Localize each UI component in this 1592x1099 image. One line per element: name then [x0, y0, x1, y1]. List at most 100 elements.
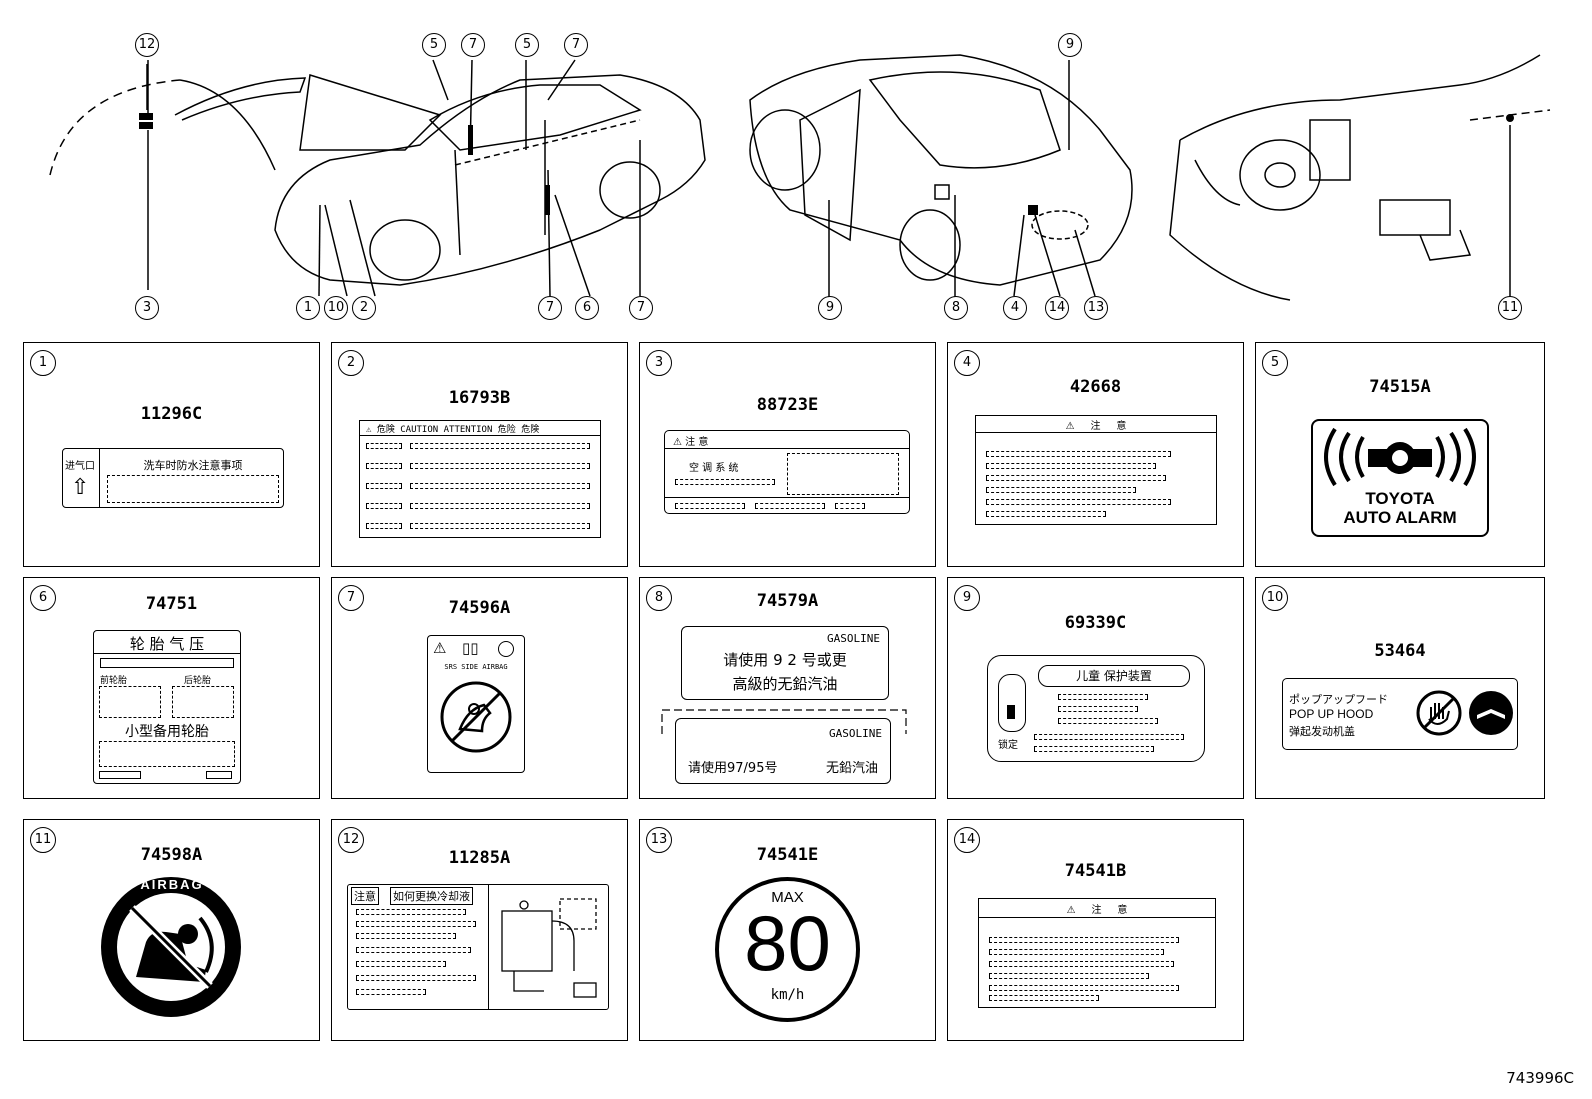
panel-2: 2 16793B ⚠ 危険 CAUTION ATTENTION 危险 危険: [331, 342, 628, 567]
panel-number: 10: [1262, 585, 1288, 611]
rear-tire-label: 后轮胎: [184, 676, 212, 686]
panel-5: 5 74515A TOYOTA AUTO ALARM: [1255, 342, 1545, 567]
label-53464: ポップアップフード POP UP HOOD 弹起发动机盖: [1282, 678, 1518, 750]
callout-8: 8: [944, 296, 968, 320]
no-child-seat-icon: [440, 681, 512, 753]
panel-11: 11 74598A AIRBAG: [23, 819, 320, 1041]
lock-switch-icon: [998, 674, 1026, 732]
callout-2: 2: [352, 296, 376, 320]
popup-hood-jp: ポップアップフード: [1289, 693, 1388, 706]
child-lock-title: 儿童 保护装置: [1038, 665, 1190, 687]
caution-header: ⚠ 危険 CAUTION ATTENTION 危险 危険: [366, 425, 540, 435]
label-11296C: 进气口 ⇧ 洗车时防水注意事项: [62, 448, 284, 508]
callout-6: 6: [575, 296, 599, 320]
document-id: 743996C: [1506, 1069, 1574, 1087]
popup-hood-cn: 弹起发动机盖: [1289, 725, 1355, 738]
bracket-line: [661, 709, 907, 734]
alarm-line1: TOYOTA: [1365, 489, 1435, 508]
caution-header: ⚠ 注 意: [1066, 905, 1128, 916]
alarm-line2: AUTO ALARM: [1343, 508, 1457, 527]
label-42668: ⚠ 注 意: [975, 415, 1217, 525]
part-number: 11285A: [448, 848, 511, 868]
speed-value: 80: [744, 899, 831, 987]
popup-hood-en: POP UP HOOD: [1289, 707, 1374, 721]
panel-number: 6: [30, 585, 56, 611]
panel-9: 9 69339C 儿童 保护装置 锁定: [947, 577, 1244, 799]
panel-number: 1: [30, 350, 56, 376]
label-11285A: 注意 如何更换冷却液: [347, 884, 609, 1010]
srs-caption: SRS SIDE AIRBAG: [444, 663, 508, 671]
part-number: 74541B: [1064, 861, 1127, 881]
panel-number: 3: [646, 350, 672, 376]
label-74579A-top: GASOLINE 请使用 9 2 号或更 高級的无鉛汽油: [681, 626, 889, 700]
fuel-line-b-left: 请使用97/95号: [688, 761, 778, 776]
caution-header: ⚠ 注 意: [673, 437, 709, 448]
callout-1: 1: [296, 296, 320, 320]
panel-3: 3 88723E ⚠ 注 意 空 调 系 统: [639, 342, 936, 567]
panel-number: 2: [338, 350, 364, 376]
label-title: 洗车时防水注意事项: [143, 459, 243, 472]
panel-10: 10 53464 ポップアップフード POP UP HOOD 弹起发动机盖: [1255, 577, 1545, 799]
callout-9: 9: [1058, 33, 1082, 57]
panel-12: 12 11285A 注意 如何更换冷却液: [331, 819, 628, 1041]
label-74751: 轮 胎 气 压 前轮胎 后轮胎 小型备用轮胎: [93, 630, 241, 784]
panel-number: 14: [954, 827, 980, 853]
intake-text: 进气口: [65, 461, 95, 472]
label-88723E: ⚠ 注 意 空 调 系 统: [664, 430, 910, 514]
callout-12: 12: [135, 33, 159, 57]
speed-max: MAX: [771, 889, 804, 906]
callout-11: 11: [1498, 296, 1522, 320]
arrow-up-icon: ⇧: [71, 475, 90, 500]
part-number: 53464: [1374, 641, 1426, 661]
alarm-sound-icon: [1324, 427, 1476, 487]
label-74541B: ⚠ 注 意: [978, 898, 1216, 1008]
callout-4: 4: [1003, 296, 1027, 320]
callout-5: 5: [422, 33, 446, 57]
part-number: 74598A: [140, 845, 203, 865]
no-hand-icon: [1416, 690, 1462, 736]
tire-pressure-title: 轮 胎 气 压: [129, 635, 205, 653]
callout-14: 14: [1045, 296, 1069, 320]
front-tire-label: 前轮胎: [100, 676, 128, 686]
airbag-warning-icon: [101, 877, 241, 1017]
fuel-type-a: GASOLINE: [827, 632, 880, 645]
callout-7: 7: [564, 33, 588, 57]
panel-8: 8 74579A GASOLINE 请使用 9 2 号或更 高級的无鉛汽油 GA…: [639, 577, 936, 799]
speed-limit-sign: MAX 80 km/h: [715, 877, 860, 1022]
part-number: 11296C: [140, 404, 203, 424]
panel-number: 13: [646, 827, 672, 853]
callout-13: 13: [1084, 296, 1108, 320]
fuel-line-b-right: 无鉛汽油: [825, 761, 878, 776]
part-number: 74541E: [756, 845, 819, 865]
panel-4: 4 42668 ⚠ 注 意: [947, 342, 1244, 567]
part-number: 74579A: [756, 591, 819, 611]
lock-text: 锁定: [998, 740, 1018, 751]
panel-13: 13 74541E MAX 80 km/h: [639, 819, 936, 1041]
callout-10: 10: [324, 296, 348, 320]
airbag-ring-text: AIRBAG: [140, 877, 204, 892]
part-number: 88723E: [756, 395, 819, 415]
panel-number: 7: [338, 585, 364, 611]
manual-book-icon: ▯▯: [462, 639, 479, 657]
panel-1: 1 11296C 进气口 ⇧ 洗车时防水注意事项: [23, 342, 320, 567]
part-number: 74515A: [1369, 377, 1431, 397]
part-number: 69339C: [1064, 613, 1127, 633]
panel-number: 8: [646, 585, 672, 611]
label-74515A: TOYOTA AUTO ALARM: [1311, 419, 1489, 537]
label-head1: 注意: [351, 887, 379, 905]
panel-6: 6 74751 轮 胎 气 压 前轮胎 后轮胎 小型备用轮胎: [23, 577, 320, 799]
part-number: 74751: [145, 594, 198, 614]
part-number: 42668: [1069, 377, 1122, 397]
panel-number: 5: [1262, 350, 1288, 376]
panel-number: 4: [954, 350, 980, 376]
panel-number: 11: [30, 827, 56, 853]
label-head2: 如何更换冷却液: [390, 887, 473, 905]
label-74596A: ⚠ ▯▯ SRS SIDE AIRBAG: [427, 635, 525, 773]
fuel-line-a2: 高級的无鉛汽油: [732, 675, 838, 693]
spare-tire-label: 小型备用轮胎: [125, 724, 209, 740]
warning-triangle-icon: ⚠: [433, 639, 447, 657]
manual-icon: [1469, 691, 1513, 735]
part-number: 16793B: [448, 388, 511, 408]
panel-14: 14 74541B ⚠ 注 意: [947, 819, 1244, 1041]
speed-unit: km/h: [770, 987, 805, 1003]
